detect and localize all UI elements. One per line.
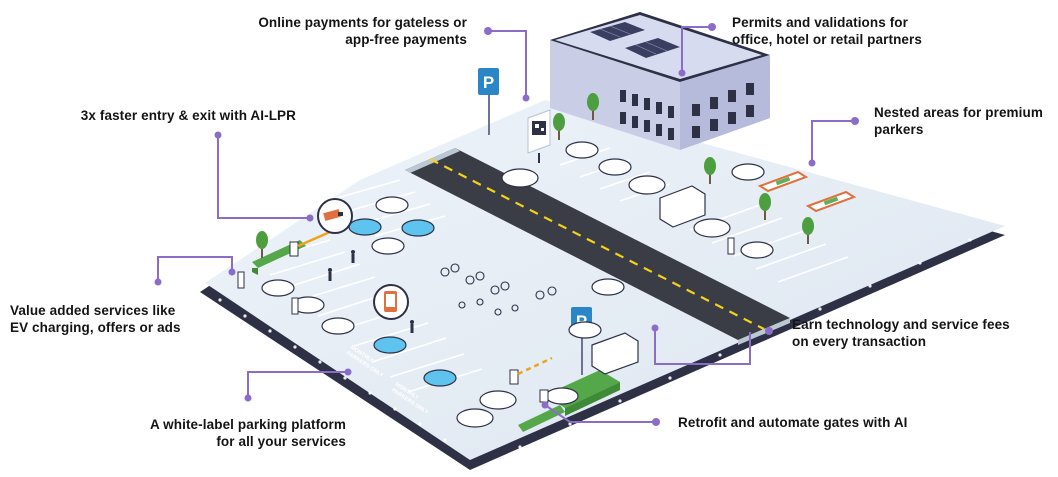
callout-value-added: Value added services like EV charging, o… [10,303,181,335]
gate-barriers [289,230,553,403]
callout-connectors [157,26,855,423]
pedestrians [328,250,414,333]
parking-sign-letter: P [576,312,587,331]
building-windows [620,83,754,140]
parking-sign-icon: P [478,68,499,135]
bike-rack [440,263,557,316]
callout-white-label: A white-label parking platform for all y… [149,417,346,449]
solar-panel-icon [590,22,680,58]
office-building [550,12,770,150]
callout-retrofit-gates: Retrofit and automate gates with AI [678,415,908,430]
qr-code-icon [527,109,551,163]
trees [256,93,814,258]
mobile-payment-icon [373,284,409,320]
parking-sign-letter: P [483,73,494,92]
ev-charger-icon [237,237,735,315]
lpr-camera-icon [317,198,353,234]
callout-earn-fees: Earn technology and service fees on ever… [792,317,1010,349]
callout-online-payments: Online payments for gateless or app-free… [258,15,467,47]
callout-nested-areas: Nested areas for premium parkers [874,105,1043,137]
parked-cars [261,141,774,428]
callout-ai-lpr: 3x faster entry & exit with AI-LPR [80,108,296,123]
premium-parking-zones [757,170,857,213]
callout-permits-validations: Permits and validations for office, hote… [732,15,922,47]
callout-dots [154,23,859,426]
